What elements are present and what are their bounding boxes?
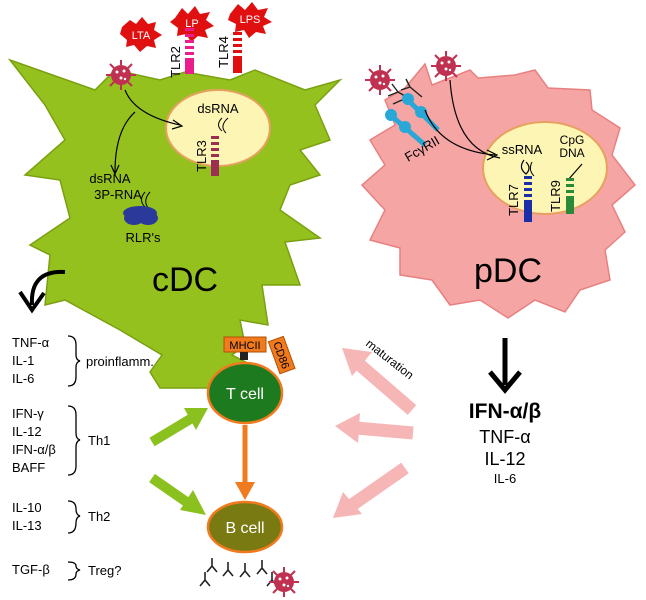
pdc-dna-label-visible: DNA <box>559 146 584 160</box>
tlr9-label: TLR9 <box>548 180 563 212</box>
bcell-pathogen-icon <box>268 566 300 598</box>
tcell-bcell-arrow <box>235 425 255 500</box>
tlr9-receptor: TLR9 <box>548 178 574 214</box>
cytokine-group-th1: IFN-γ IL-12 IFN-α/β BAFF Th1 <box>12 405 110 476</box>
pdc-output-il6: IL-6 <box>494 471 516 486</box>
cytokine-il12: IL-12 <box>12 424 42 439</box>
lta-ligand-icon: LTA <box>120 17 162 52</box>
tcell-label: T cell <box>226 386 264 403</box>
group-label-th2: Th2 <box>88 509 110 524</box>
tlr4-label: TLR4 <box>216 36 231 68</box>
group-label-th1: Th1 <box>88 433 110 448</box>
pdc-ssrna-label: ssRNA <box>502 142 543 157</box>
cytokine-ifnab: IFN-α/β <box>12 442 56 457</box>
cytokine-baff: BAFF <box>12 460 45 475</box>
ligand-lp-label: LP <box>185 18 198 30</box>
ligand-lps-label: LPS <box>240 14 261 26</box>
pdc-direct-uptake-arrow <box>449 79 501 159</box>
bcell-antibodies-icon <box>199 557 278 587</box>
tcell <box>206 361 284 425</box>
cytokine-il10: IL-10 <box>12 500 42 515</box>
cdc-uptake-arrow <box>124 89 181 126</box>
rlr-receptor <box>123 206 158 225</box>
cytokine-il13: IL-13 <box>12 518 42 533</box>
group-label-proinflamm: proinflamm. <box>86 354 154 369</box>
cdc-output-arrow <box>29 269 66 306</box>
cytokine-il6: IL-6 <box>12 371 34 386</box>
pink-arrow-maturation <box>342 348 417 415</box>
cytokine-group-treg: TGF-β Treg? <box>12 561 121 581</box>
cytokine-tgfb: TGF-β <box>12 562 50 577</box>
pdc-pathogen-1-icon <box>364 64 396 96</box>
green-arrow-th1-tcell <box>149 408 208 447</box>
cdc-endosome-dsrna: dsRNA <box>197 101 239 116</box>
mhcii-molecule: MHCII <box>223 336 267 360</box>
lps-ligand-icon: LPS <box>228 2 272 38</box>
pdc-output-il12: IL-12 <box>484 449 525 469</box>
pdc-cpg-label: CpG <box>560 133 585 147</box>
pdc-output-ifn: IFN-α/β <box>469 400 542 423</box>
pink-arrow-tcell <box>335 413 414 443</box>
tlr3-receptor: TLR3 <box>194 136 219 176</box>
cd86-molecule: CD86 <box>267 335 296 375</box>
tlr2-label: TLR2 <box>168 46 183 78</box>
green-arrow-th1-bcell <box>149 473 206 515</box>
cytokine-tnf: TNF-α <box>12 335 50 350</box>
bcell-label: B cell <box>225 520 264 537</box>
mhcii-label: MHCII <box>229 340 260 352</box>
tlr3-label: TLR3 <box>194 140 209 172</box>
tlr7-receptor: TLR7 <box>506 176 532 222</box>
rlr-label: RLR's <box>126 230 161 245</box>
pdc-label: pDC <box>474 252 542 290</box>
cdc-pathogen-icon <box>105 59 137 91</box>
tlr4-receptor: TLR4 <box>216 32 242 73</box>
cdc-label: cDC <box>152 261 218 299</box>
pdc-fcr-uptake-arrow <box>424 109 496 156</box>
cytokine-il1: IL-1 <box>12 353 34 368</box>
cdc-cytosol-arrow <box>114 111 136 173</box>
ligand-lta-label: LTA <box>132 30 151 42</box>
pdc-nucleus <box>482 121 608 215</box>
tlr2-receptor: TLR2 <box>168 28 194 78</box>
cytokine-ifng: IFN-γ <box>12 406 44 421</box>
pdc-pathogen-2-icon <box>430 50 462 82</box>
pink-arrow-bcell <box>333 462 409 518</box>
tlr7-label: TLR7 <box>506 184 521 216</box>
cdc-cytosol-dsrna: dsRNA <box>89 171 131 186</box>
pdc-output-tnf: TNF-α <box>479 427 530 447</box>
lp-ligand-icon: LP <box>170 6 214 42</box>
cdc-cytosol-3prna: 3P-RNA <box>94 187 142 202</box>
cytokine-group-proinflamm: TNF-α IL-1 IL-6 proinflamm. <box>12 335 154 387</box>
cytokine-group-th2: IL-10 IL-13 Th2 <box>12 500 110 534</box>
bcell <box>206 500 284 554</box>
group-label-treg: Treg? <box>88 563 121 578</box>
